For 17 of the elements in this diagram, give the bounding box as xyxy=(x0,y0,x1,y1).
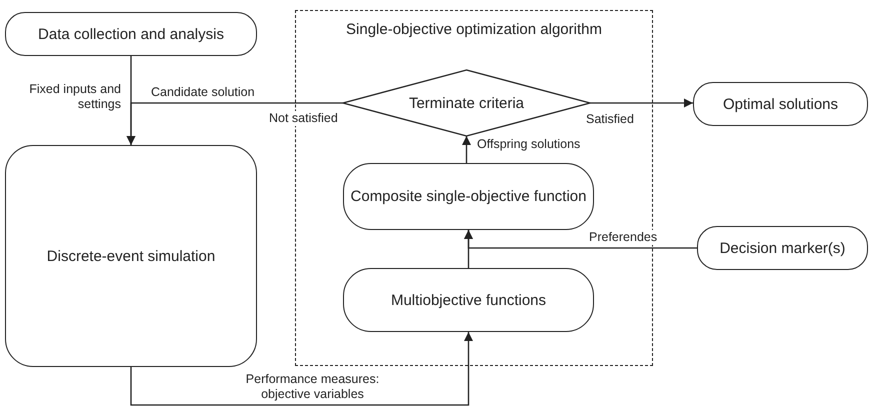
edge-label: Preferendes xyxy=(588,230,658,245)
arrow xyxy=(130,332,473,406)
arrow xyxy=(462,136,471,163)
edge-label: Offspring solutions xyxy=(476,137,582,152)
process-box: Data collection and analysis xyxy=(5,12,257,56)
node-label: Terminate criteria xyxy=(408,94,524,112)
edge-label: Fixed inputs and settings xyxy=(28,82,122,112)
process-box: Optimal solutions xyxy=(693,82,868,126)
condition-label: Not satisfied xyxy=(268,111,339,126)
group-title: Single-objective optimization algorithm xyxy=(345,21,603,38)
process-box: Multiobjective functions xyxy=(343,268,594,332)
arrow xyxy=(126,102,343,145)
process-box: Discrete-event simulation xyxy=(5,145,257,367)
process-box: Composite single-objective function xyxy=(343,163,594,230)
process-box: Decision marker(s) xyxy=(697,226,868,270)
arrow xyxy=(590,98,693,108)
arrow xyxy=(464,230,697,249)
